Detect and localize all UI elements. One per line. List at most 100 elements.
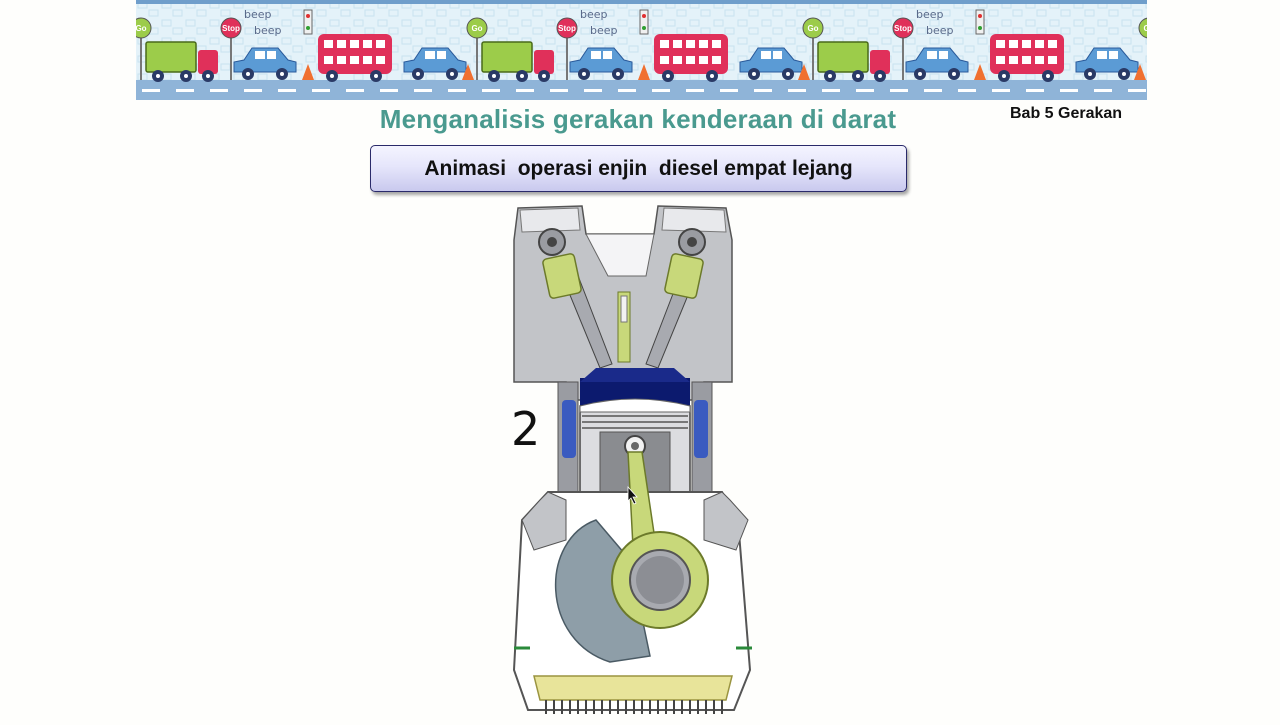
traffic-light-red-icon [978, 14, 982, 18]
bus-window-icon [660, 40, 669, 48]
hubcap-icon [666, 74, 670, 78]
engine-cutaway-illustration [512, 205, 752, 714]
road-sign-icon [1138, 17, 1147, 39]
bus-window-icon [1009, 40, 1018, 48]
road-marking [924, 89, 942, 92]
road-marking [822, 89, 840, 92]
beep-text: beep [926, 24, 954, 37]
road-sign-icon [556, 17, 578, 39]
hubcap-icon [1122, 72, 1126, 76]
road-marking [958, 89, 976, 92]
oil-sump [533, 675, 733, 701]
sump-cooling-fins [545, 700, 723, 714]
hubcap-icon [918, 72, 922, 76]
road-marking [380, 89, 398, 92]
bus-window-icon [996, 56, 1005, 64]
car-window-icon [255, 51, 265, 59]
traffic-light-red-icon [306, 14, 310, 18]
car-window-icon [603, 51, 612, 59]
beep-text: beep [590, 24, 618, 37]
road-marking [414, 89, 432, 92]
combustion-gas [580, 368, 690, 382]
beep-text: beep [244, 8, 272, 21]
road-marking [992, 89, 1010, 92]
road-marking [720, 89, 738, 92]
bus-window-icon [699, 56, 708, 64]
road-sign-icon [136, 17, 152, 39]
camshaft-center-icon [547, 237, 557, 247]
road-sign-label: Go [807, 24, 818, 33]
road-marking [142, 89, 160, 92]
road-sign-icon [892, 17, 914, 39]
hubcap-icon [616, 72, 620, 76]
combustion-chamber-top [585, 233, 655, 277]
hubcap-icon [184, 74, 188, 78]
bus-window-icon [1048, 56, 1057, 64]
road-sign-label: Go [136, 24, 147, 33]
road-marking [482, 89, 500, 92]
bus-icon [654, 34, 728, 74]
gudgeon-pin-center [631, 442, 639, 450]
hubcap-icon [492, 74, 496, 78]
road-marking [210, 89, 228, 92]
hubcap-icon [374, 74, 378, 78]
compressed-air-charge [580, 378, 690, 406]
bus-icon [990, 34, 1064, 74]
road-sign-icon [802, 17, 824, 39]
animation-title-box: Animasi operasi enjin diesel empat lejan… [370, 145, 907, 192]
bus-window-icon [996, 40, 1005, 48]
car-window-icon [773, 51, 782, 59]
road-marking [176, 89, 194, 92]
traffic-light-icon [303, 9, 313, 35]
road-marking [1060, 89, 1078, 92]
bus-icon [318, 34, 392, 74]
chapter-label: Bab 5 Gerakan [1010, 105, 1123, 122]
road-marking [312, 89, 330, 92]
page-title: Menganalisis gerakan kenderaan di darat [379, 104, 897, 134]
hubcap-icon [206, 74, 210, 78]
hubcap-icon [542, 74, 546, 78]
intake-valve-spring [542, 253, 582, 299]
hubcap-icon [786, 72, 790, 76]
traffic-cone-icon [1134, 64, 1146, 80]
bus-window-icon [712, 40, 721, 48]
truck-icon [145, 41, 197, 73]
mouse-cursor-icon [627, 485, 638, 505]
road-sign-icon [466, 17, 488, 39]
bus-window-icon [699, 40, 708, 48]
bus-window-icon [337, 56, 346, 64]
car-window-icon [1097, 51, 1107, 59]
exhaust-valve-spring [664, 253, 704, 299]
truck-cab-icon [198, 50, 218, 74]
camshaft-center-icon [687, 237, 697, 247]
bus-window-icon [363, 40, 372, 48]
hubcap-icon [1002, 74, 1006, 78]
diesel-engine-animation [500, 200, 770, 720]
beep-text: beep [916, 8, 944, 21]
beep-text: beep [254, 24, 282, 37]
traffic-cone-icon [462, 64, 474, 80]
bus-window-icon [337, 40, 346, 48]
traffic-cone-icon [638, 64, 650, 80]
traffic-light-icon [975, 9, 985, 35]
coolant-jacket-left [562, 400, 576, 458]
road-marking [346, 89, 364, 92]
bus-window-icon [324, 56, 333, 64]
road-marking [1026, 89, 1044, 92]
road-marking [244, 89, 262, 92]
hubcap-icon [856, 74, 860, 78]
road-marking [584, 89, 602, 92]
road-sign-label: Go [1143, 24, 1147, 33]
hubcap-icon [1046, 74, 1050, 78]
hubcap-icon [246, 72, 250, 76]
hubcap-icon [330, 74, 334, 78]
bus-window-icon [1048, 40, 1057, 48]
bus-window-icon [376, 56, 385, 64]
crank-counterweight [555, 519, 651, 663]
traffic-cone-icon [798, 64, 810, 80]
road-marking [448, 89, 466, 92]
car-icon [403, 47, 467, 73]
road-marking [686, 89, 704, 92]
hubcap-icon [828, 74, 832, 78]
traffic-cone-icon [974, 64, 986, 80]
